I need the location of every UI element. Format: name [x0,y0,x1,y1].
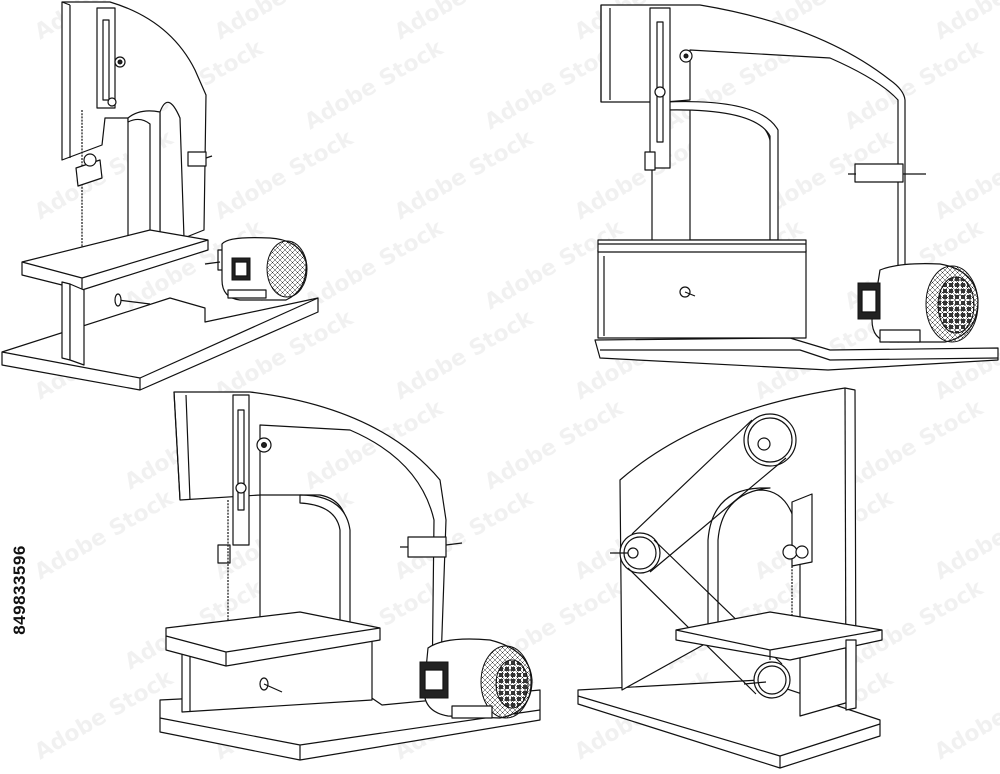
motor [857,263,979,343]
drive-belt [627,419,787,695]
watermark-text: Adobe Stock [391,305,539,405]
watermark-text: Adobe Stock [301,215,449,315]
blade-guard [96,7,116,109]
stock-id-text: 849833596 [10,545,29,635]
watermark-text: Adobe Stock [841,35,989,135]
saw-table [597,239,807,253]
saw-table [675,611,883,661]
band-saw-view-front-right [594,4,999,371]
watermark-text: Adobe Stock [391,0,539,45]
watermark-text: Adobe Stock [931,125,1000,225]
watermark-text: Adobe Stock [841,395,989,495]
watermark-text: Adobe Stock [391,485,539,585]
watermark-text: Adobe Stock [931,665,1000,765]
blade-guard [232,394,250,546]
lower-pulley [753,661,791,699]
watermark-text: Adobe Stock [391,125,539,225]
watermark-text: Adobe Stock [211,125,359,225]
watermark-text: Adobe Stock [211,0,359,45]
band-saw-view-rear [577,387,883,769]
stock-id-label: 849833596 [0,500,40,680]
watermark-text: Adobe Stock [31,665,179,765]
band-saw-view-front-left [1,1,319,391]
watermark-text: Adobe Stock [481,395,629,495]
watermark-text: Adobe Stock [301,35,449,135]
watermark-text: Adobe Stock [931,485,1000,585]
watermark-text: Adobe Stock [841,575,989,675]
motor [204,237,308,301]
band-saw-view-front-center [159,391,541,761]
watermark-text: Adobe Stock [931,0,1000,45]
frame-arm [61,1,207,246]
motor [419,638,533,719]
watermark-text: Adobe Stock [31,485,179,585]
saw-table [165,611,381,667]
upper-pulley [743,413,797,467]
base-plate [594,337,999,371]
